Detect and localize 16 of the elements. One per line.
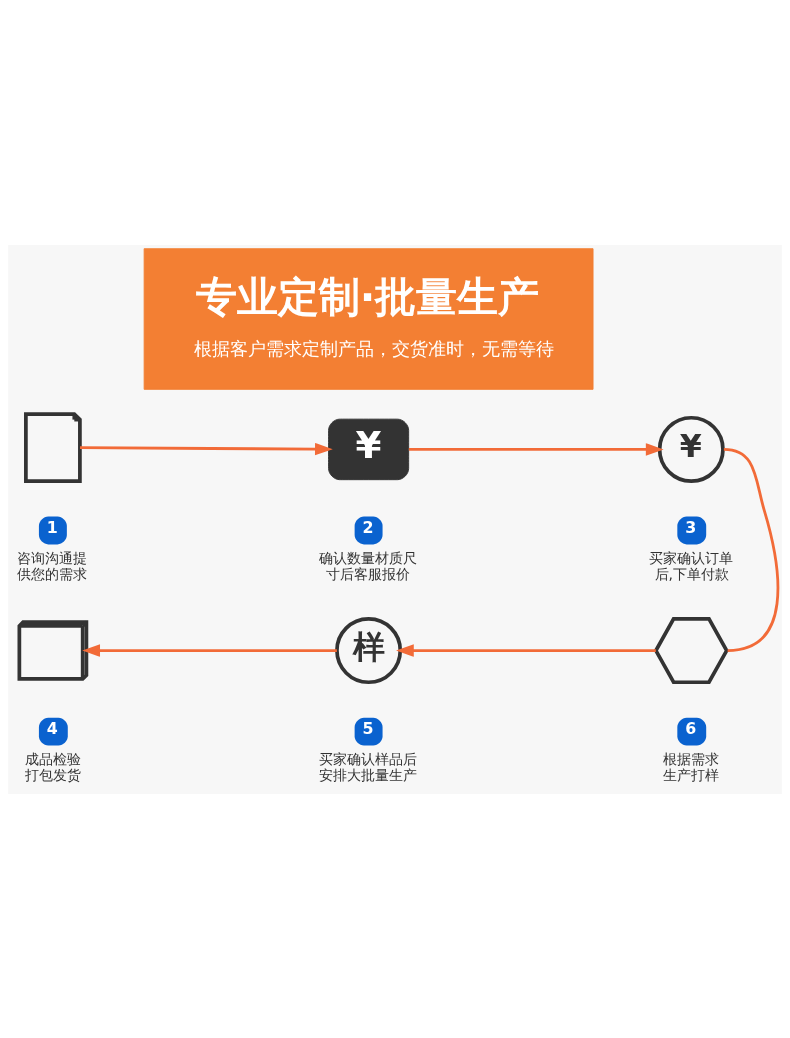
node-label: 咨询沟通提供您的需求	[17, 549, 88, 582]
node-box: 专业定制·批量生产 根据客户需求定制产品，交货准时，无需等待	[143, 247, 594, 390]
node-circle: ¥	[657, 415, 725, 483]
node-label: 买家确认订单后,下单付款	[649, 549, 734, 582]
arrow	[408, 442, 664, 456]
arrow	[80, 442, 333, 455]
node-label: 确认数量材质尺寸后客服报价	[319, 549, 418, 582]
connector	[723, 447, 780, 652]
node-circle: 样	[335, 616, 403, 684]
node-label: 成品检验打包发货	[24, 750, 81, 783]
node-picture	[653, 616, 729, 684]
node-box: ¥	[328, 418, 410, 480]
node-label: 买家确认样品后安排大批量生产	[319, 750, 418, 783]
node-label: 根据需求生产打样	[663, 750, 720, 783]
arrow	[396, 643, 656, 657]
arrow	[82, 643, 337, 657]
